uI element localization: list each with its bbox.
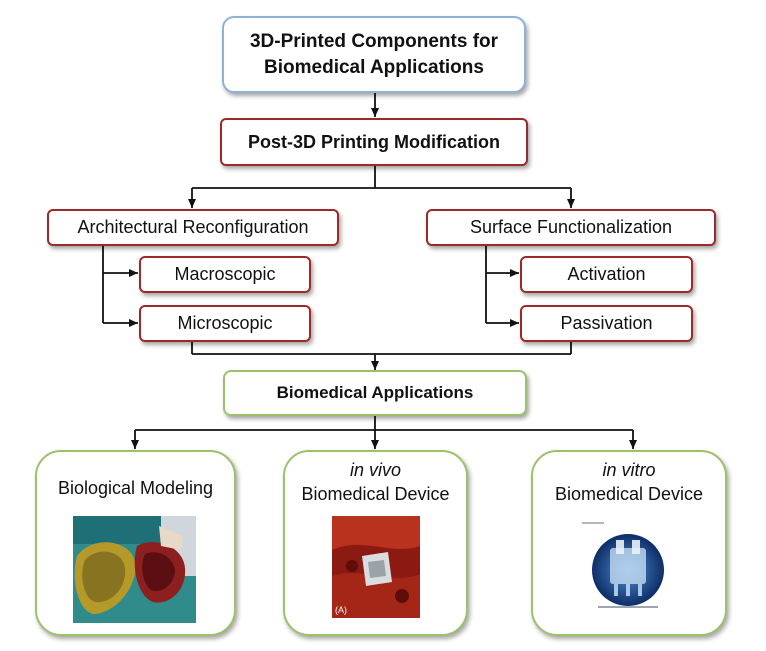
applications-node: Biomedical Applications <box>223 370 527 416</box>
activation-node: Activation <box>520 256 693 293</box>
passivation-label: Passivation <box>560 313 653 333</box>
card-2-title: Biomedical Device <box>301 484 450 504</box>
activation-label: Activation <box>567 264 646 284</box>
surface-label: Surface Functionalization <box>469 217 673 237</box>
card-2-italic-title: in vivo <box>349 460 402 480</box>
microscopic-node: Microscopic <box>139 305 311 342</box>
root-title-line1: 3D-Printed Components for <box>249 30 499 52</box>
surgical-photo-caption: (A) <box>335 605 347 615</box>
passivation-node: Passivation <box>520 305 693 342</box>
applications-label: Biomedical Applications <box>276 383 474 402</box>
card-3-italic-title: in vitro <box>602 460 656 480</box>
macroscopic-node: Macroscopic <box>139 256 311 293</box>
microscopic-label: Microscopic <box>177 313 273 333</box>
root-title-line2: Biomedical Applications <box>264 56 484 78</box>
architectural-label: Architectural Reconfiguration <box>77 217 309 237</box>
modification-node: Post-3D Printing Modification <box>220 118 528 166</box>
card-3-title: Biomedical Device <box>554 484 704 504</box>
modification-label: Post-3D Printing Modification <box>248 131 500 152</box>
card-1-title: Biological Modeling <box>57 478 214 498</box>
surface-node: Surface Functionalization <box>426 209 716 246</box>
surgical-implant-photo: (A) <box>332 516 420 618</box>
heart-model-photo <box>73 516 196 623</box>
microfluidic-chip-photo <box>578 518 678 618</box>
architectural-node: Architectural Reconfiguration <box>47 209 339 246</box>
macroscopic-label: Macroscopic <box>174 264 276 284</box>
root-node: 3D-Printed Components for Biomedical App… <box>222 16 526 93</box>
